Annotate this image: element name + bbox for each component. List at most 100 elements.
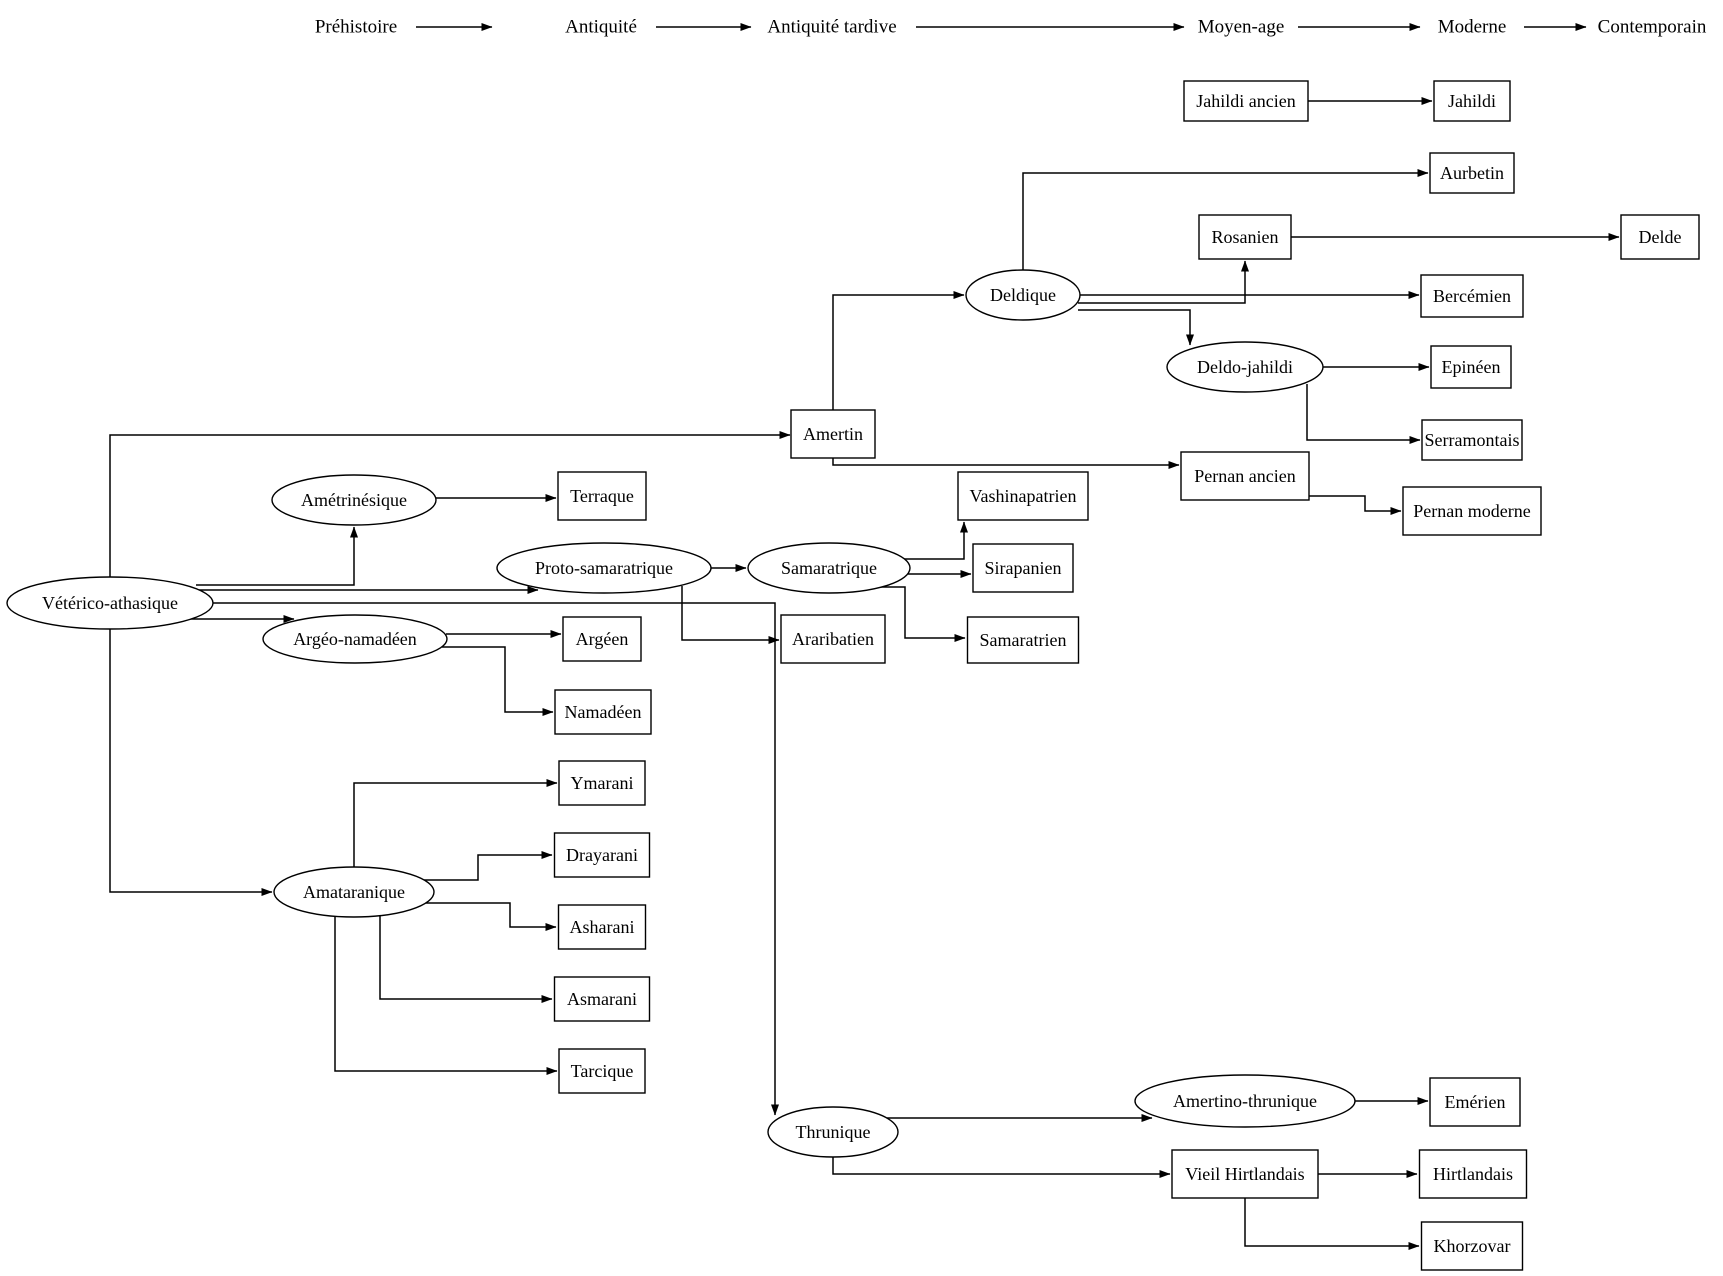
- khorzovar-box: [1420, 1221, 1524, 1271]
- argeen-label: Argéen: [576, 629, 629, 649]
- samaratrique-ellipse: [747, 542, 911, 594]
- serramontais-label: Serramontais: [1425, 430, 1520, 450]
- node-pernan-moderne: Pernan moderne: [1402, 486, 1542, 536]
- node-deldique: Deldique: [965, 269, 1081, 321]
- deldique-label: Deldique: [990, 285, 1056, 305]
- node-samaratrique: Samaratrique: [747, 542, 911, 594]
- jahildi-box: [1433, 80, 1511, 122]
- asharani-box: [557, 904, 647, 950]
- rosanien-box: [1198, 214, 1292, 260]
- epineen-label: Epinéen: [1442, 357, 1501, 377]
- deldique-ellipse: [965, 269, 1081, 321]
- vashinapatrien-box: [957, 471, 1089, 521]
- edge-pernan-ancien-to-pernan-moderne: [1309, 495, 1402, 515]
- khorzovar-label: Khorzovar: [1434, 1236, 1511, 1256]
- rosanien-label: Rosanien: [1212, 227, 1279, 247]
- node-argeo-namadeen: Argéo-namadéen: [262, 614, 448, 664]
- timeline-label-antiquite: Antiquité: [565, 17, 637, 38]
- drayarani-label: Drayarani: [566, 845, 638, 865]
- emerien-label: Emérien: [1445, 1092, 1506, 1112]
- hirtlandais-box: [1418, 1149, 1528, 1199]
- edge-thrunique-to-vieil-hirtlandais: [832, 1157, 1171, 1178]
- delde-box: [1620, 214, 1700, 260]
- edge-veterico-athasique-to-amataranique: [109, 629, 273, 896]
- node-emerien: Emérien: [1429, 1077, 1521, 1127]
- node-hirtlandais: Hirtlandais: [1418, 1149, 1528, 1199]
- araribatien-label: Araribatien: [792, 629, 874, 649]
- thrunique-label: Thrunique: [796, 1122, 871, 1142]
- pernan-moderne-label: Pernan moderne: [1413, 501, 1530, 521]
- asmarani-box: [553, 976, 651, 1022]
- node-delde: Delde: [1620, 214, 1700, 260]
- delde-label: Delde: [1639, 227, 1682, 247]
- amataranique-ellipse: [273, 866, 435, 918]
- node-bercemien: Bercémien: [1420, 274, 1524, 318]
- node-namadeen: Namadéen: [554, 689, 652, 735]
- araribatien-box: [780, 614, 886, 664]
- deldo-jahildi-ellipse: [1166, 341, 1324, 393]
- node-ametrinesique: Amétrinésique: [271, 474, 437, 526]
- jahildi-ancien-box: [1183, 80, 1309, 122]
- tarcique-box: [558, 1048, 646, 1094]
- pernan-ancien-box: [1180, 451, 1310, 501]
- edge-amataranique-to-asharani: [426, 902, 557, 931]
- nodes-layer: Vétérico-athasique AmétrinésiqueArgéo-nam…: [6, 80, 1700, 1271]
- terraque-box: [557, 471, 647, 521]
- tarcique-label: Tarcique: [571, 1061, 634, 1081]
- timeline-label-contemporain: Contemporain: [1598, 17, 1707, 38]
- node-thrunique: Thrunique: [767, 1106, 899, 1158]
- node-amertino-thrunique: Amertino-thrunique: [1134, 1074, 1356, 1128]
- vashinapatrien-label: Vashinapatrien: [970, 486, 1077, 506]
- emerien-box: [1429, 1077, 1521, 1127]
- amataranique-label: Amataranique: [303, 882, 405, 902]
- node-asmarani: Asmarani: [553, 976, 651, 1022]
- node-sirapanien: Sirapanien: [972, 543, 1074, 593]
- samaratrique-label: Samaratrique: [781, 558, 877, 578]
- argeen-box: [562, 616, 642, 662]
- node-asharani: Asharani: [557, 904, 647, 950]
- node-rosanien: Rosanien: [1198, 214, 1292, 260]
- sirapanien-label: Sirapanien: [985, 558, 1062, 578]
- sirapanien-box: [972, 543, 1074, 593]
- node-drayarani: Drayarani: [553, 832, 651, 878]
- node-khorzovar: Khorzovar: [1420, 1221, 1524, 1271]
- node-terraque: Terraque: [557, 471, 647, 521]
- amertin-label: Amertin: [803, 424, 863, 444]
- ametrinesique-label: Amétrinésique: [301, 490, 407, 510]
- node-jahildi: Jahildi: [1433, 80, 1511, 122]
- node-serramontais: Serramontais: [1421, 419, 1523, 461]
- timeline-label-moyen-age: Moyen-age: [1198, 17, 1285, 38]
- proto-samaratrique-ellipse: [496, 542, 712, 594]
- node-amertin: Amertin: [790, 409, 876, 459]
- ametrinesique-ellipse: [271, 474, 437, 526]
- ymarani-label: Ymarani: [571, 773, 634, 793]
- node-epineen: Epinéen: [1430, 345, 1512, 389]
- argeo-namadeen-ellipse: [262, 614, 448, 664]
- node-proto-samaratrique: Proto-samaratrique: [496, 542, 712, 594]
- asharani-label: Asharani: [570, 917, 635, 937]
- namadeen-label: Namadéen: [565, 702, 642, 722]
- aurbetin-label: Aurbetin: [1440, 163, 1504, 183]
- pernan-moderne-box: [1402, 486, 1542, 536]
- samaratrien-label: Samaratrien: [980, 630, 1067, 650]
- edge-veterico-athasique-to-ametrinesique: [196, 526, 358, 586]
- edge-deldo-jahildi-to-serramontais: [1306, 384, 1421, 444]
- node-ymarani: Ymarani: [558, 760, 646, 806]
- vieil-hirtlandais-label: Vieil Hirtlandais: [1185, 1164, 1304, 1184]
- node-veterico-athasique: Vétérico-athasique: [6, 576, 214, 630]
- serramontais-box: [1421, 419, 1523, 461]
- timeline-label-prehistoire: Préhistoire: [315, 17, 397, 38]
- thrunique-ellipse: [767, 1106, 899, 1158]
- edge-amataranique-to-drayarani: [424, 851, 553, 881]
- jahildi-ancien-label: Jahildi ancien: [1196, 91, 1295, 111]
- node-deldo-jahildi: Deldo-jahildi: [1166, 341, 1324, 393]
- node-araribatien: Araribatien: [780, 614, 886, 664]
- node-samaratrien: Samaratrien: [966, 616, 1080, 664]
- hirtlandais-label: Hirtlandais: [1433, 1164, 1513, 1184]
- edge-deldique-to-deldo-jahildi: [1078, 309, 1194, 346]
- argeo-namadeen-label: Argéo-namadéen: [293, 629, 417, 649]
- edge-amataranique-to-ymarani: [353, 779, 558, 867]
